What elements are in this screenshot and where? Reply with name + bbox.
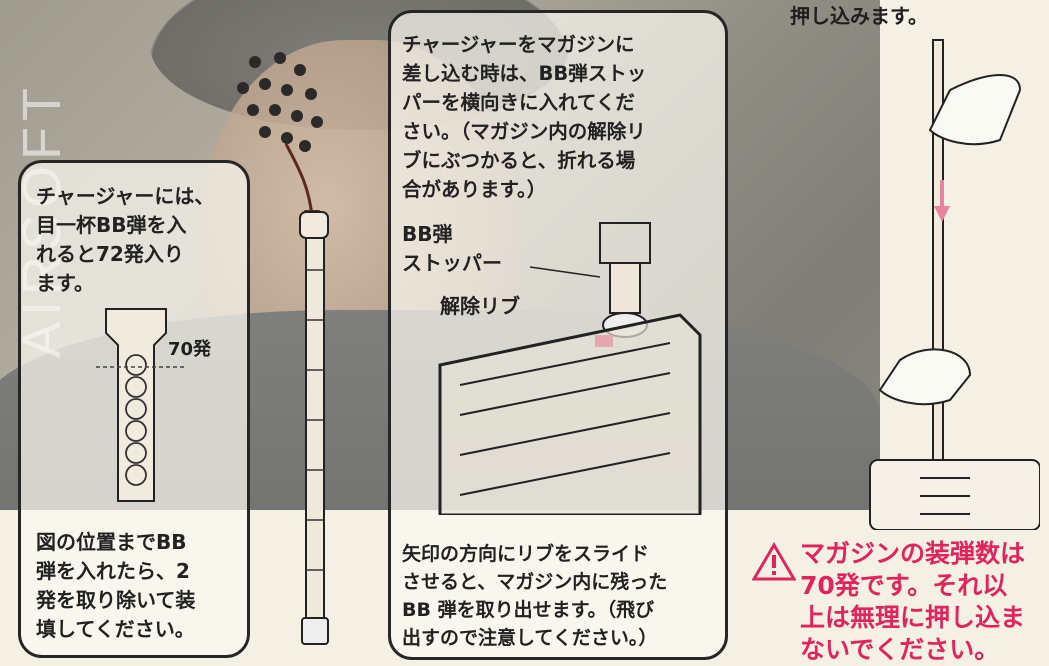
bb-pellets-illustration [237, 52, 323, 152]
center-instruction: 矢印の方向にリブをスライド させると、マガジン内に残った BB 弾を取り出せます… [402, 543, 668, 649]
warning-text: マガジンの装弾数は 70発です。それ以 上は無理に押し込ま ないでください。 [800, 539, 1026, 664]
left-instruction: 図の位置までBB 弾を入れたら、2 発を取り除いて装 填してください。 [36, 530, 196, 641]
stopper-label: BB弾 ストッパー [402, 222, 502, 275]
center-note: チャージャーをマガジンに 差し込む時は、BB弾ストッ パーを横向きに入れてくだ … [402, 33, 647, 201]
top-right-text: 押し込みます。 [790, 4, 928, 28]
magazine-illustration [438, 222, 702, 515]
left-note: チャージャーには、 目一杯BB弾を入 れると72発入り ます。 [36, 184, 215, 295]
left-instruction-panel [18, 160, 250, 658]
warning-triangle-icon [752, 542, 796, 581]
loading-rod-illustration [869, 39, 1040, 530]
charger-tube-illustration [299, 211, 329, 645]
release-rib-label: 解除リブ [440, 294, 520, 318]
rounds-label: 70発 [168, 339, 212, 360]
small-charger-illustration [96, 308, 186, 502]
